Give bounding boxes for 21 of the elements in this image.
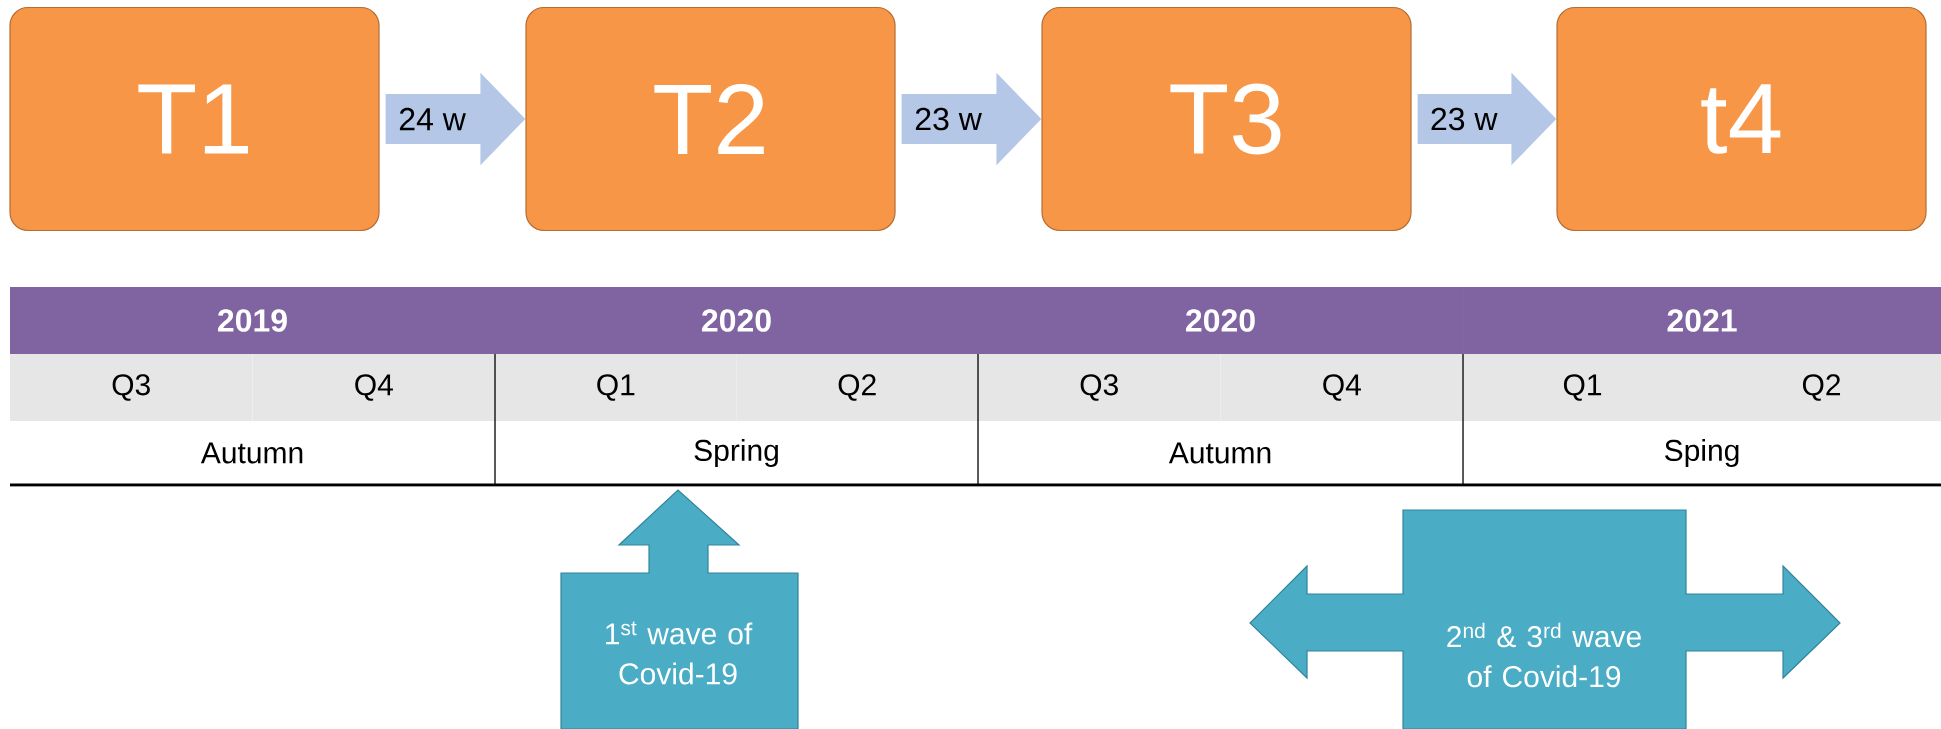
year-cell: 2019 — [10, 287, 495, 354]
quarter-cell: Q1 — [495, 354, 737, 421]
season-label: Autumn — [1168, 442, 1271, 464]
quarter-cell: Q3 — [9, 354, 253, 421]
stage-box: T1 — [9, 6, 380, 232]
season-label: Sping — [1665, 439, 1739, 467]
edge-label: 24 w — [397, 106, 467, 132]
quarter-cell: Q2 — [736, 354, 978, 421]
quarter-cell: Q3 — [977, 354, 1221, 421]
stage-box: t4 — [1556, 6, 1927, 232]
quarter-cell: Q1 — [1463, 354, 1702, 421]
year-cell: 2020 — [495, 287, 978, 354]
quarter-cell: Q4 — [252, 354, 496, 421]
stage-box: T3 — [1041, 6, 1412, 232]
year-cell: 2021 — [1463, 287, 1941, 354]
year-cell: 2020 — [978, 287, 1463, 354]
edge-label: 23 w — [913, 106, 983, 132]
season-label: Autumn — [200, 442, 303, 464]
quarter-cell: Q4 — [1220, 354, 1464, 421]
stage-box: T2 — [525, 6, 896, 232]
quarter-cell: Q2 — [1702, 354, 1941, 421]
